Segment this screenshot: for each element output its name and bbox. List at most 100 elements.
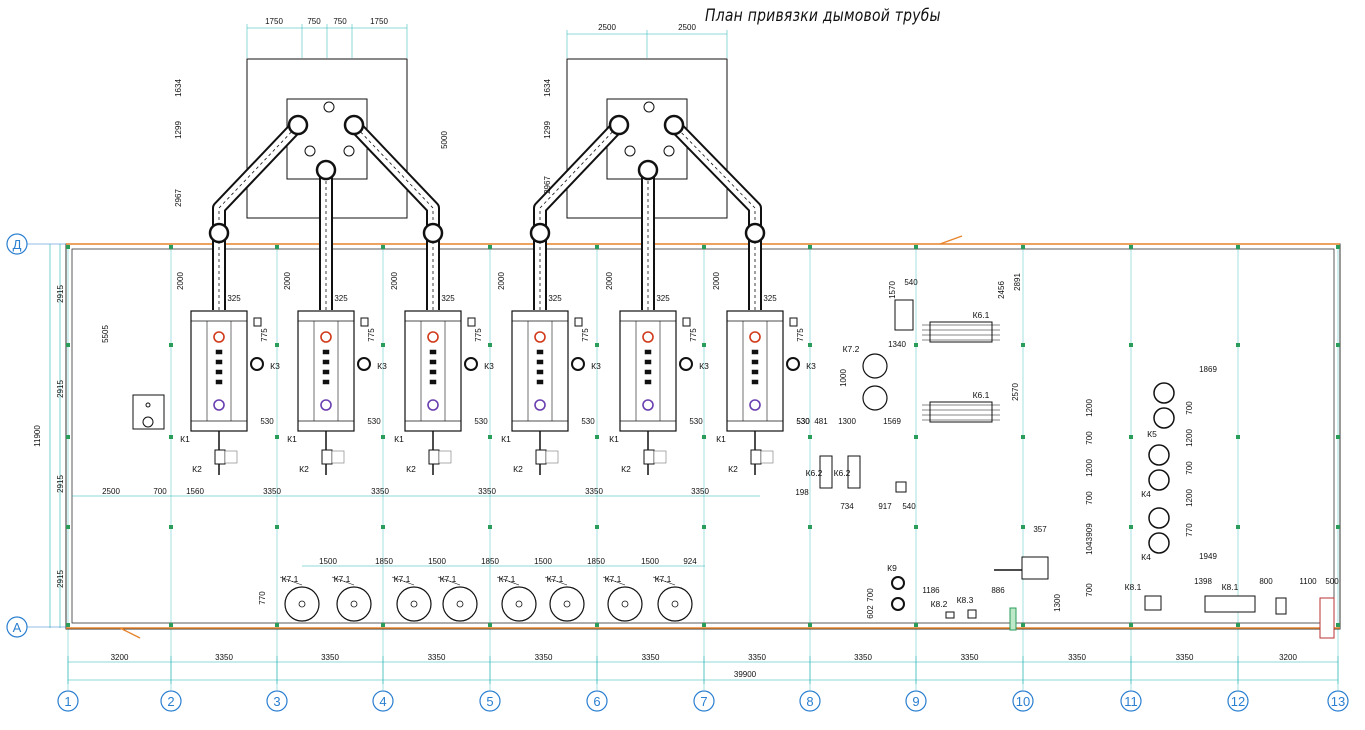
axis-bubble-column: [479, 690, 501, 712]
dimension-label: 775: [581, 328, 590, 342]
column-marker: [1236, 525, 1240, 529]
tank-label-k71: К7.1: [499, 574, 516, 584]
hot-water-outlet-icon: [749, 331, 761, 343]
dimension-label: 11900: [33, 425, 42, 447]
valve-label-k2: К2: [621, 464, 631, 474]
dimension-label: 3350: [478, 487, 496, 496]
circulation-pump-icon: [1148, 444, 1170, 466]
valve-label-k1: К1: [287, 434, 297, 444]
dimension-label: 5505: [101, 325, 110, 343]
burner-detail: [644, 379, 652, 385]
dimension-label: 500: [1325, 577, 1339, 586]
leader: [437, 576, 461, 586]
column-marker: [66, 435, 70, 439]
dimension-label: 1300: [1053, 594, 1062, 612]
valve-label-k2: К2: [299, 464, 309, 474]
dimension-label: 700: [1085, 431, 1094, 445]
column-marker: [914, 623, 918, 627]
column-marker: [275, 245, 279, 249]
dimension-label: 1200: [1185, 429, 1194, 447]
hot-water-outlet-icon: [213, 331, 225, 343]
circulation-pump-icon: [1148, 507, 1170, 529]
tank-center-icon: [410, 600, 418, 608]
dimension-label: 775: [474, 328, 483, 342]
axis-label-row: А: [13, 620, 22, 635]
cold-water-inlet-icon: [534, 399, 546, 411]
dimension-label: 1500: [534, 557, 552, 566]
axis-bubble-column: [1327, 690, 1349, 712]
column-marker: [595, 623, 599, 627]
tank-label-k71: К7.1: [547, 574, 564, 584]
dimension-label: 325: [656, 294, 670, 303]
tank-shell-icon: [396, 586, 432, 622]
pump-label-k3: К3: [270, 361, 280, 371]
burner-detail: [215, 359, 223, 365]
valve-label-k2: К2: [728, 464, 738, 474]
pump-label-k3: К3: [484, 361, 494, 371]
valve-k9-icon: [891, 576, 905, 590]
pump-label-k3: К3: [591, 361, 601, 371]
dimension-label: 2500: [598, 23, 616, 32]
tank-label-k71: К7.1: [282, 574, 299, 584]
filter-k62: К6.2: [806, 455, 833, 489]
dimension-label: 325: [763, 294, 777, 303]
burner-detail: [644, 369, 652, 375]
pump-label-k3: К3: [806, 361, 816, 371]
dimension-label: 540: [904, 278, 918, 287]
dimension-label: 2000: [605, 272, 614, 290]
pump-k3-icon: [464, 357, 478, 371]
tank-shell-icon: [657, 586, 693, 622]
flue-duct: [212, 120, 304, 310]
valve-label-k82: К8.2: [931, 599, 948, 609]
cold-water-inlet-icon: [320, 399, 332, 411]
column-marker: [808, 525, 812, 529]
flue-connector-icon: [637, 159, 659, 181]
valve-box-icon: [467, 317, 476, 327]
axis-bubble-column: [1227, 690, 1249, 712]
dimension-label: 1000: [839, 369, 848, 387]
valve-label-k1: К1: [501, 434, 511, 444]
column-marker: [381, 525, 385, 529]
axis-label-column: 10: [1016, 694, 1030, 709]
leader: [602, 576, 626, 586]
column-marker: [275, 623, 279, 627]
storage-tank-k71: К7.1: [279, 574, 320, 622]
exchanger-body-icon: [929, 401, 993, 423]
column-marker: [169, 623, 173, 627]
axis-label-column: 3: [273, 694, 280, 709]
column-marker: [381, 623, 385, 627]
dimension-label: 3350: [1068, 653, 1086, 662]
hot-water-outlet-icon: [642, 331, 654, 343]
anchor-hole: [343, 145, 355, 157]
cabinet-indicator-icon: [145, 402, 151, 408]
flue-duct-seams: [673, 124, 756, 310]
column-marker: [275, 435, 279, 439]
dimension-label: 909: [1085, 523, 1094, 537]
column-marker: [1336, 435, 1340, 439]
dimension-label: 2000: [712, 272, 721, 290]
dimension-label: 602: [866, 605, 875, 619]
column-marker: [66, 525, 70, 529]
flue-connector-icon: [529, 222, 551, 244]
filter-body-icon: [819, 455, 833, 489]
tank-label-k71: К7.1: [655, 574, 672, 584]
axis-bubble-column: [905, 690, 927, 712]
dimension-label: 1500: [319, 557, 337, 566]
dimension-label: 2891: [1013, 273, 1022, 291]
dimension-label: 700: [1085, 491, 1094, 505]
gas-valve-k2-icon: [750, 449, 762, 465]
dimension-label: 3200: [111, 653, 129, 662]
column-marker: [381, 343, 385, 347]
dimension-label: 775: [367, 328, 376, 342]
column-marker: [702, 343, 706, 347]
dimension-label: 2000: [390, 272, 399, 290]
column-marker: [702, 525, 706, 529]
gas-meter-icon: [438, 450, 452, 464]
burner-detail: [751, 369, 759, 375]
burner-detail: [322, 379, 330, 385]
axis-label-column: 4: [379, 694, 386, 709]
dimension-label: 5000: [440, 131, 449, 149]
